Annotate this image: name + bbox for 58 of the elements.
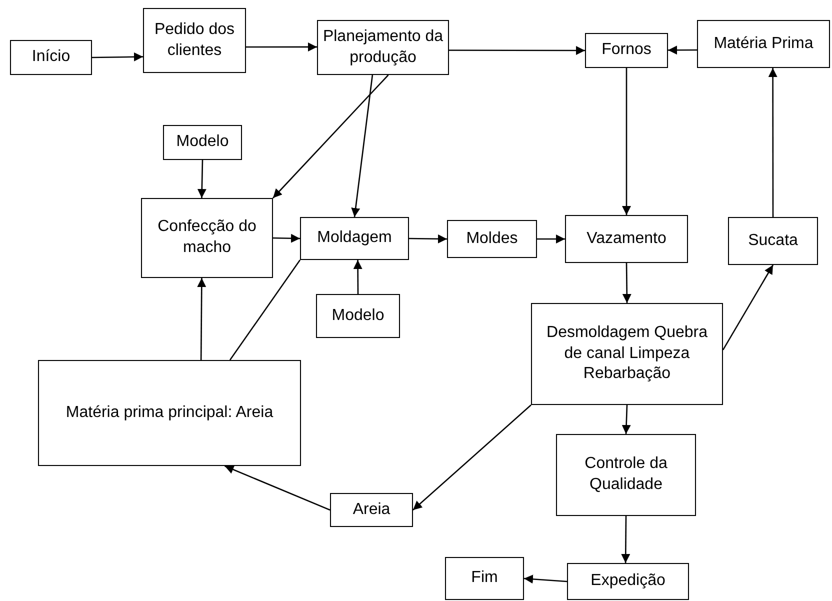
arrow [272,234,300,243]
process-box [163,125,242,160]
box-label: Areia [352,500,390,520]
connector-line [229,260,301,360]
process-box [447,220,537,258]
box-label: Fim [471,568,498,588]
box-label: Matéria Prima [714,34,814,54]
process-box [330,493,413,527]
process-box [141,198,273,278]
arrow [409,234,447,244]
process-box [10,40,92,75]
box-label: Expedição [590,571,666,592]
box-label: Pedido dos clientes [153,20,236,60]
process-box [38,360,301,466]
box-label: Moldagem [317,228,392,248]
arrow [524,574,568,584]
arrow [272,74,389,198]
arrow [622,68,631,215]
arrow [92,52,143,62]
process-box [565,215,688,263]
arrow [537,234,565,244]
box-label: Planejamento da produção [322,26,444,68]
process-box [556,434,696,516]
box-label: Desmoldagem Quebra de canal Limpeza Rebarbação [546,322,708,384]
box-label: Fornos [602,40,652,60]
box-label: Moldes [466,228,518,249]
process-box [445,557,524,600]
process-box [728,217,818,265]
arrow [668,46,697,55]
box-label: Controle da Qualidade [584,454,668,495]
arrow [246,42,317,52]
arrow [722,264,774,350]
arrow [351,74,374,218]
box-label: Modelo [176,132,229,152]
box-label: Início [32,47,70,68]
process-box [143,8,246,73]
arrow [412,404,532,510]
arrow [353,260,362,294]
arrow [622,404,631,434]
box-label: Vazamento [586,228,666,249]
arrow [768,68,778,217]
arrow [197,278,206,360]
arrow [224,465,330,511]
process-box [316,294,400,338]
process-box [697,20,830,68]
process-box [585,33,668,68]
box-label: Confecção do macho [156,217,258,258]
arrow [197,160,206,198]
box-label: Sucata [748,230,798,251]
arrow [622,263,632,303]
arrow [621,516,630,563]
process-box [567,563,689,600]
process-box [317,20,449,75]
box-label: Modelo [332,306,384,326]
process-box [300,217,409,260]
box-label: Matéria prima principal: Areia [66,402,274,423]
process-box [531,303,723,405]
arrow [449,46,585,55]
